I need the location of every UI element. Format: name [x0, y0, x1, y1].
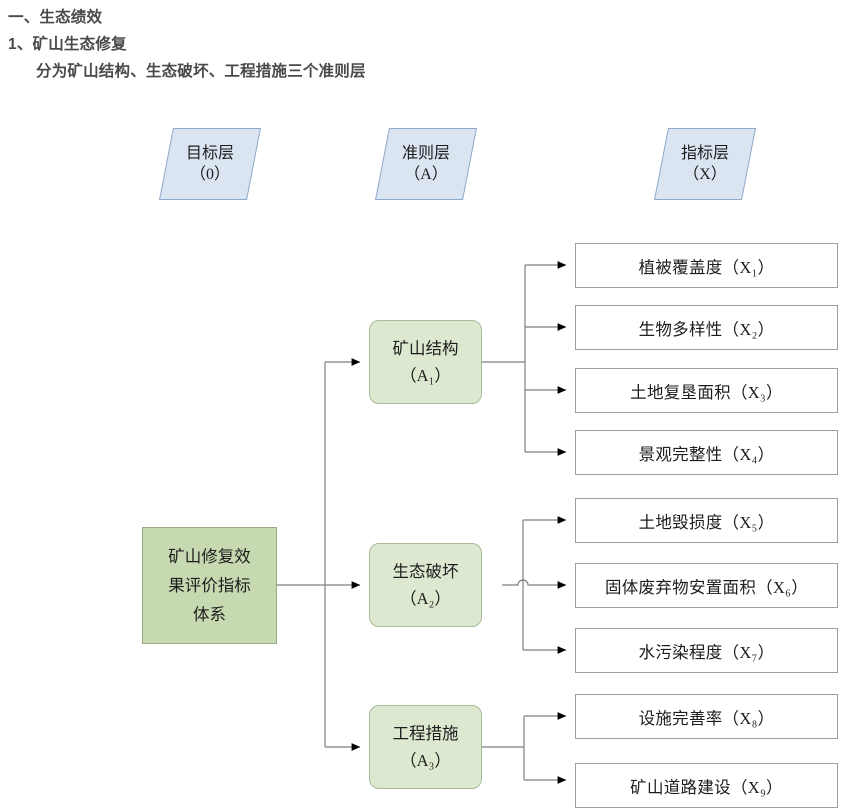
indicator-layer-tag: 指标层 （X） — [654, 128, 756, 200]
indicator-node-x6[interactable]: 固体废弃物安置面积（X₆） — [575, 563, 838, 608]
heading-line-3: 分为矿山结构、生态破坏、工程措施三个准则层 — [36, 63, 366, 80]
indicator-node-x2-label: 生物多样性（X₂） — [638, 319, 775, 339]
indicator-node-x8-label: 设施完善率（X₈） — [638, 708, 775, 728]
goal-node-label: 矿山修复效 果评价指标 体系 — [168, 547, 251, 624]
criteria-layer-tag: 准则层 （A） — [375, 128, 477, 200]
criteria-node-a2-label: 生态破坏 （A₂） — [392, 562, 459, 608]
criteria-layer-tag-label: 准则层 （A） — [401, 145, 450, 183]
indicator-node-x9-label: 矿山道路建设（X₉） — [630, 777, 783, 797]
indicator-node-x2[interactable]: 生物多样性（X₂） — [575, 305, 838, 350]
indicator-node-x4-label: 景观完整性（X₄） — [638, 444, 775, 464]
indicator-node-x5-label: 土地毁损度（X₅） — [638, 512, 775, 532]
heading-block: 一、生态绩效 1、矿山生态修复 分为矿山结构、生态破坏、工程措施三个准则层 — [0, 0, 850, 85]
indicator-node-x7[interactable]: 水污染程度（X₇） — [575, 628, 838, 673]
goal-layer-tag-label: 目标层 （0） — [185, 145, 234, 183]
criteria-node-a1[interactable]: 矿山结构 （A₁） — [369, 320, 482, 404]
indicator-node-x3-label: 土地复垦面积（X₃） — [630, 382, 783, 402]
indicator-node-x4[interactable]: 景观完整性（X₄） — [575, 430, 838, 475]
criteria-node-a3-label: 工程措施 （A₃） — [392, 724, 459, 770]
indicator-node-x3[interactable]: 土地复垦面积（X₃） — [575, 368, 838, 413]
criteria-node-a1-label: 矿山结构 （A₁） — [392, 339, 459, 385]
heading-line-1: 一、生态绩效 — [8, 9, 103, 26]
indicator-node-x5[interactable]: 土地毁损度（X₅） — [575, 498, 838, 543]
indicator-node-x8[interactable]: 设施完善率（X₈） — [575, 694, 838, 739]
goal-layer-tag: 目标层 （0） — [159, 128, 261, 200]
goal-node[interactable]: 矿山修复效 果评价指标 体系 — [142, 527, 277, 644]
criteria-node-a2[interactable]: 生态破坏 （A₂） — [369, 543, 482, 627]
indicator-node-x1[interactable]: 植被覆盖度（X₁） — [575, 243, 838, 288]
heading-line-2: 1、矿山生态修复 — [8, 36, 127, 53]
indicator-node-x9[interactable]: 矿山道路建设（X₉） — [575, 763, 838, 808]
indicator-node-x7-label: 水污染程度（X₇） — [638, 642, 775, 662]
indicator-node-x1-label: 植被覆盖度（X₁） — [638, 257, 775, 277]
indicator-node-x6-label: 固体废弃物安置面积（X₆） — [604, 577, 809, 597]
indicator-layer-tag-label: 指标层 （X） — [680, 145, 729, 183]
criteria-node-a3[interactable]: 工程措施 （A₃） — [369, 705, 482, 789]
